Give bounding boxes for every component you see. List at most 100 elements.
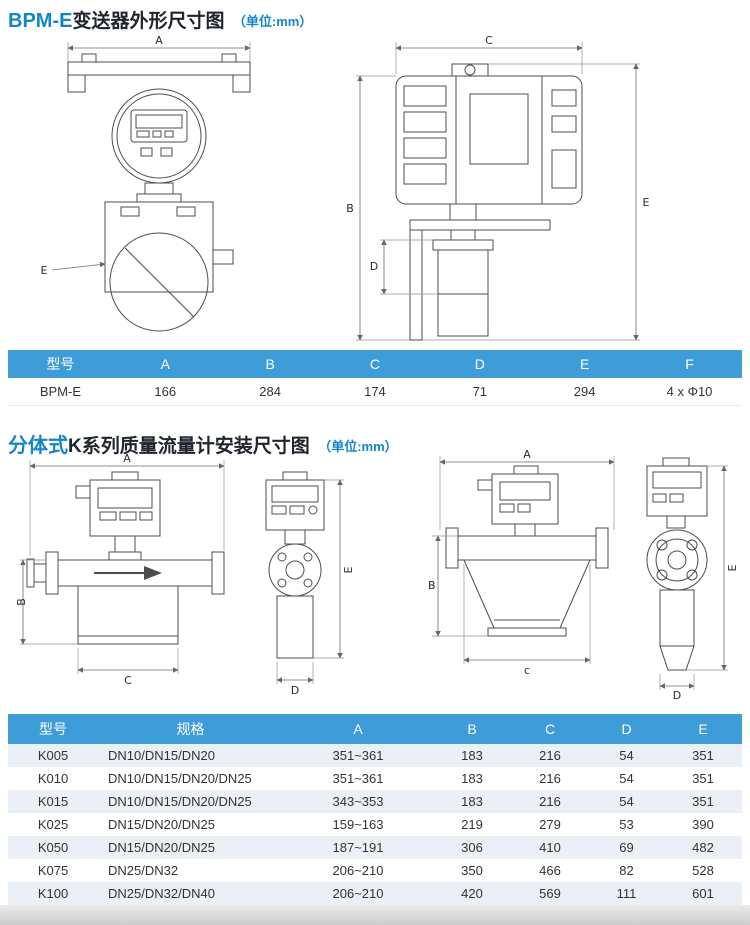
flange-face [646,529,708,591]
table-cell: 183 [433,790,511,813]
dimension-c: c [463,564,591,677]
drawing-bpme-side-view: C [346,34,650,341]
table-cell: 528 [664,859,742,882]
table-cell: DN10/DN15/DN20 [98,744,283,767]
table-cell: K015 [8,790,98,813]
column-header: 型号 [8,714,98,744]
delta-body [463,559,591,637]
section2-title-unit: （单位:mm） [318,439,398,454]
table-cell: 69 [589,836,664,859]
table-cell: 166 [112,378,218,406]
mounting-bracket [67,53,251,93]
table-cell: K010 [8,767,98,790]
table-cell: 174 [322,378,428,406]
dimension-e: E [313,479,355,659]
table-cell: DN10/DN15/DN20/DN25 [98,790,283,813]
dimension-d: D [370,239,438,295]
drawing-k-meter-front-view: A [16,452,225,687]
table-cell: 284 [217,378,323,406]
dim-label-d: D [370,260,378,273]
drawing-bpme-front-view: A [41,34,251,332]
neck [514,523,536,537]
dim-label-e: E [41,264,48,277]
table-cell: 351 [664,790,742,813]
table-cell: 159~163 [283,813,433,836]
transmitter-head [646,457,708,517]
dimension-b: B [346,75,410,341]
table-cell: K100 [8,882,98,905]
table-cell: K050 [8,836,98,859]
dim-label-e: E [342,566,355,573]
dimension-e: E [422,63,650,341]
column-header: C [322,350,428,378]
table-cell: 420 [433,882,511,905]
table-cell: 351 [664,767,742,790]
sensor-body [77,585,179,645]
table-cell: 54 [589,744,664,767]
neck [284,529,306,545]
neck [666,515,686,529]
dimension-a: A [67,34,251,62]
table-cell: 206~210 [283,882,433,905]
section1-title-brand: BPM-E [8,10,73,32]
table-cell: 569 [511,882,589,905]
section2-title: 分体式K系列质量流量计安装尺寸图 （单位:mm） [8,429,398,458]
dimension-a: A [439,448,615,530]
column-header: B [433,714,511,744]
table-cell: K005 [8,744,98,767]
table-cell: 216 [511,744,589,767]
dimension-d: D [276,662,314,697]
dimension-c: C [395,34,583,74]
flange-face [268,543,322,597]
table-cell: 71 [427,378,533,406]
drawing-k-delta-front-view: A B [428,448,615,677]
table-cell: 343~353 [283,790,433,813]
table-cell: 111 [589,882,664,905]
table-cell: DN15/DN20/DN25 [98,836,283,859]
dim-label-d: D [291,684,299,697]
table-cell: 183 [433,767,511,790]
column-header: 规格 [98,714,283,744]
drawing-k-delta-end-view: E D [646,457,739,700]
dim-label-c: C [485,34,493,47]
dim-label-b: B [346,202,354,215]
table-cell: K025 [8,813,98,836]
table-cell: 351~361 [283,767,433,790]
table-cell: 351 [664,744,742,767]
column-header: C [511,714,589,744]
column-header: D [589,714,664,744]
wedge-body [659,589,695,671]
column-header: E [664,714,742,744]
table-cell: 206~210 [283,859,433,882]
dimension-e-leader: E [41,261,106,277]
table-cell: 183 [433,744,511,767]
dim-label-b: B [16,598,28,606]
table-cell: 390 [664,813,742,836]
table-cell: 306 [433,836,511,859]
dimension-e: E [686,465,739,671]
section2-title-text: K系列质量流量计安装尺寸图 [68,436,310,457]
dimension-a: A [29,452,225,556]
dim-label-e: E [726,564,739,571]
table-cell: 350 [433,859,511,882]
table-cell: 187~191 [283,836,433,859]
column-header: B [217,350,323,378]
table-cell: K075 [8,859,98,882]
column-header: 型号 [8,350,113,378]
flow-arms [445,527,609,569]
table-cell: 351~361 [283,744,433,767]
table-cell: DN10/DN15/DN20/DN25 [98,767,283,790]
column-header: D [427,350,533,378]
column-header: A [283,714,433,744]
transmitter-head [477,465,559,525]
